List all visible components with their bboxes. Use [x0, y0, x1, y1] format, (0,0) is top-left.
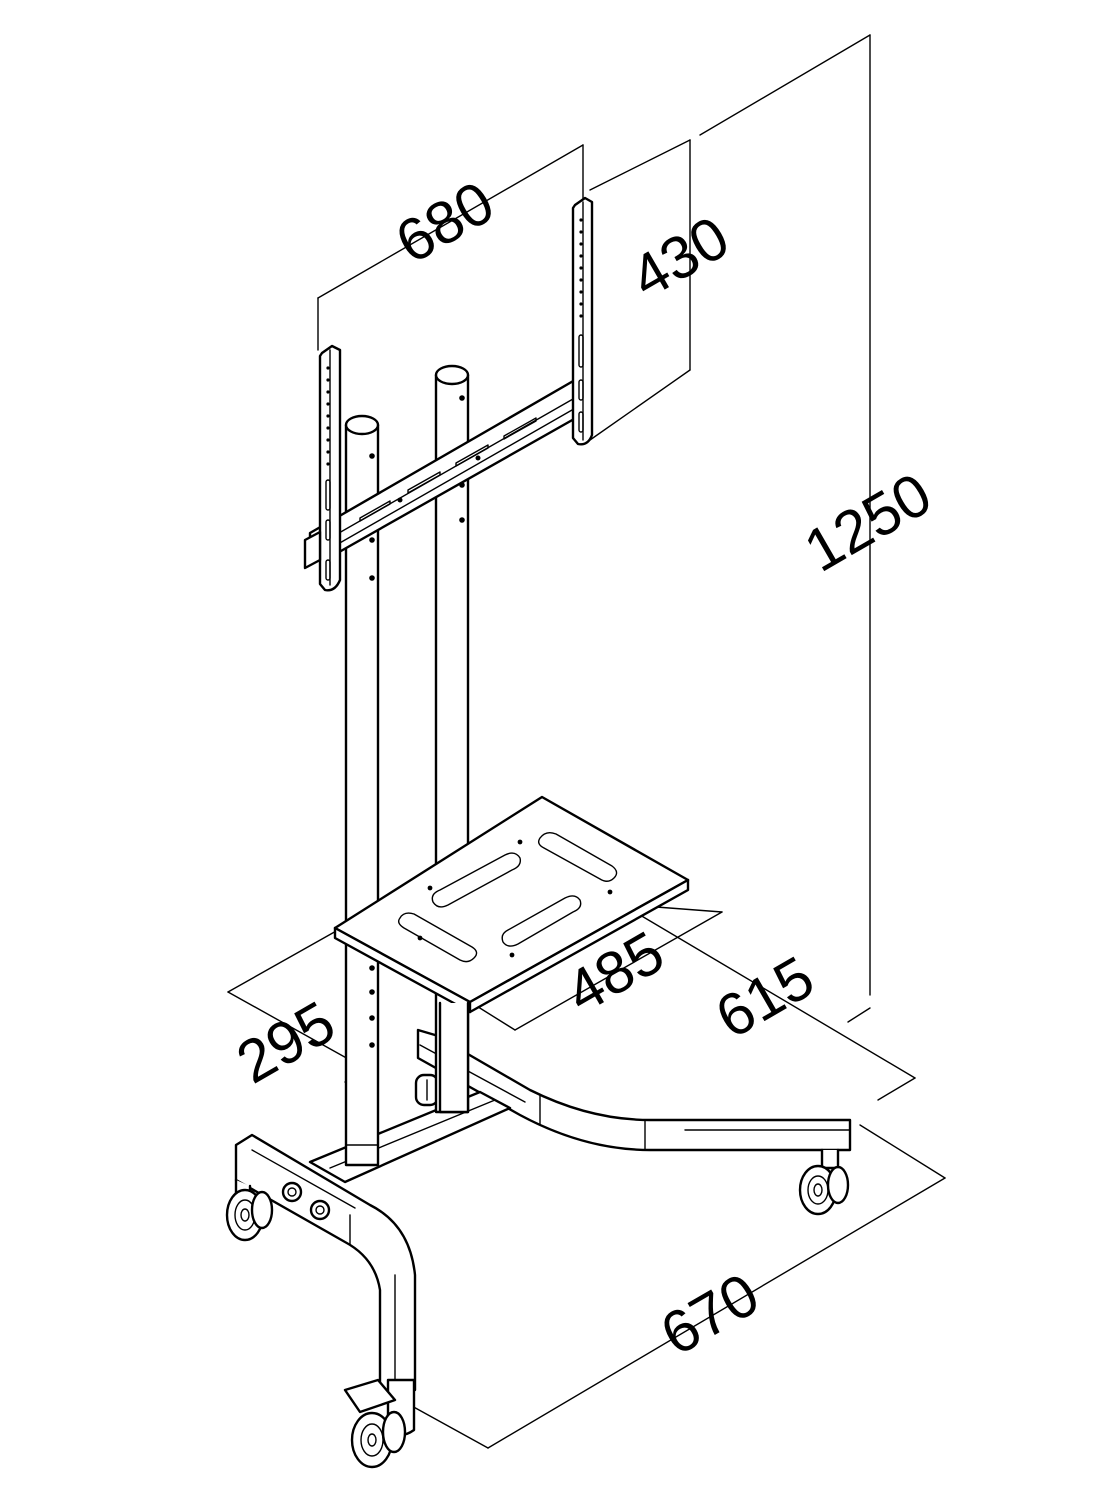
- caster-brake-pedal: [343, 1378, 397, 1414]
- dimension-label-615: 615: [705, 943, 825, 1051]
- caster-front-left: [225, 1178, 274, 1242]
- vesa-bracket: [303, 196, 594, 592]
- dimension-label-295: 295: [226, 988, 346, 1096]
- shelf-slot-2: [537, 831, 618, 882]
- dimension-label-670: 670: [650, 1260, 770, 1368]
- shelf-slot-3: [397, 912, 478, 963]
- upright-post-front: [344, 414, 380, 1167]
- locking-knob-2: [309, 1199, 331, 1221]
- caster-front-right: [343, 1378, 407, 1469]
- dimension-430: [589, 139, 691, 441]
- caster-rear-right: [798, 1148, 850, 1216]
- bracket-arm-left: [303, 344, 342, 592]
- shelf-slot-4: [501, 895, 582, 947]
- dimension-615: [639, 914, 916, 1101]
- bracket-arm-right: [571, 196, 594, 446]
- bracket-clip-left: [303, 530, 322, 570]
- shelf-support: [438, 1001, 470, 1114]
- base-crossbar: [308, 1090, 512, 1184]
- shelf-slot-1: [431, 852, 522, 908]
- dimension-680: [317, 144, 584, 351]
- dimension-label-1250: 1250: [793, 460, 942, 585]
- base-front-arm: [234, 1133, 417, 1437]
- dimension-label-430: 430: [620, 203, 740, 311]
- shelf-tray: [333, 795, 690, 1014]
- dimension-670: [409, 1124, 946, 1449]
- caster-rear-left: [414, 1073, 440, 1107]
- dimension-1250: [699, 34, 871, 1023]
- dimension-label-680: 680: [385, 168, 505, 276]
- base-rear-arm: [416, 1028, 852, 1152]
- locking-knob-1: [281, 1181, 303, 1203]
